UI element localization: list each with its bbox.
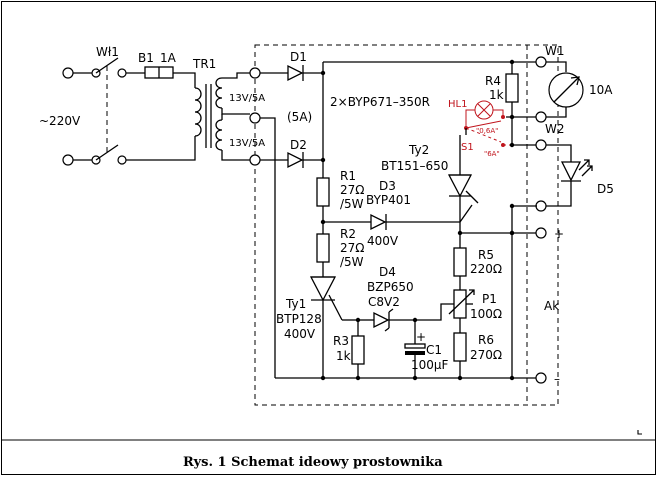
r3-ref-label: R3 <box>333 334 349 348</box>
zener-d4 <box>342 308 415 332</box>
diode-d1 <box>260 64 323 82</box>
c1-polarity-label: + <box>416 330 426 344</box>
w2-terminal <box>535 111 547 123</box>
winding-upper-label: 13V/5A <box>229 93 265 104</box>
d2-label: D2 <box>290 138 307 152</box>
d3-voltage-label: 400V <box>367 234 399 248</box>
r3-value-label: 1k <box>336 349 351 363</box>
output-plus-label: + <box>554 227 564 241</box>
r6-ref-label: R6 <box>478 333 494 347</box>
fuse-b1 <box>126 66 196 161</box>
resistor-r3 <box>351 320 365 378</box>
d4-part-label: BZP650 <box>367 280 414 294</box>
mains-input: ~220V <box>39 57 127 166</box>
r2-power-label: /5W <box>340 255 364 269</box>
r5-value-label: 220Ω <box>470 262 502 276</box>
diode-d2 <box>260 151 323 169</box>
resistor-r2 <box>316 222 330 277</box>
lamp-hl1 <box>465 100 504 126</box>
diode-d3 <box>323 204 473 231</box>
current-note-label: (5A) <box>287 110 312 124</box>
s1-label: S1 <box>461 142 474 153</box>
d4-voltage-label: C8V2 <box>368 295 400 309</box>
s1-pos-b-label: "6A" <box>484 150 500 158</box>
d4-ref-label: D4 <box>379 265 396 279</box>
d3-part-label: BYP401 <box>366 193 411 207</box>
ty1-part-label: BTP128 <box>276 312 322 326</box>
ty1-voltage-label: 400V <box>284 327 316 341</box>
w1-label: W1 <box>545 44 565 58</box>
d5-label: D5 <box>597 182 614 196</box>
p1-value-label: 100Ω <box>470 307 502 321</box>
r5-ref-label: R5 <box>478 248 494 262</box>
output-minus-terminal <box>535 372 547 384</box>
switch-label: Wł1 <box>96 45 119 59</box>
output-plus-terminal <box>535 227 547 239</box>
ty2-ref-label: Ty2 <box>408 143 429 157</box>
corner-mark-right <box>637 430 642 435</box>
output-minus-label: – <box>554 372 560 386</box>
ammeter <box>546 61 584 118</box>
ty1-ref-label: Ty1 <box>285 297 306 311</box>
r1-ref-label: R1 <box>340 169 356 183</box>
capacitor-c1 <box>404 320 426 378</box>
fuse-ref-label: B1 <box>138 51 154 65</box>
module-boundary <box>254 44 559 406</box>
transformer-ref-label: TR1 <box>192 57 216 71</box>
transformer-tr1 <box>194 67 261 166</box>
center-tap-wire <box>260 117 276 378</box>
r1-power-label: /5W <box>340 197 364 211</box>
fuse-rating-label: 1A <box>160 51 177 65</box>
r4-ref-label: R4 <box>485 74 501 88</box>
r2-ref-label: R2 <box>340 227 356 241</box>
thyristor-ty1 <box>309 276 343 378</box>
d3-ref-label: D3 <box>379 179 396 193</box>
r2-value-label: 27Ω <box>340 241 364 255</box>
r6-value-label: 270Ω <box>470 348 502 362</box>
r4-value-label: 1k <box>489 88 504 102</box>
led-d5 <box>512 139 593 212</box>
mains-voltage-label: ~220V <box>39 114 81 128</box>
figure-caption: Rys. 1 Schemat ideowy prostownika <box>183 455 443 470</box>
winding-lower-label: 13V/5A <box>229 138 265 149</box>
p1-ref-label: P1 <box>482 292 497 306</box>
resistor-r5 <box>453 233 467 290</box>
w2-label: W2 <box>545 122 565 136</box>
diode-pair-label: 2×BYP671–350R <box>330 95 430 109</box>
resistor-r4 <box>505 62 519 117</box>
potentiometer-p1 <box>415 289 475 333</box>
r1-value-label: 27Ω <box>340 183 364 197</box>
battery-label: Ak <box>544 299 559 313</box>
c1-value-label: 100μF <box>411 358 449 372</box>
resistor-r1 <box>316 177 330 222</box>
hl1-label: HL1 <box>448 99 467 110</box>
w1-terminal <box>535 56 547 68</box>
ty2-part-label: BT151–650 <box>381 159 448 173</box>
meter-range-label: 10A <box>589 83 613 97</box>
thyristor-ty2 <box>447 135 479 233</box>
c1-ref-label: C1 <box>426 343 442 357</box>
s1-pos-a-label: "0,6A" <box>476 127 498 135</box>
resistor-r6 <box>453 332 467 378</box>
d1-label: D1 <box>290 50 307 64</box>
